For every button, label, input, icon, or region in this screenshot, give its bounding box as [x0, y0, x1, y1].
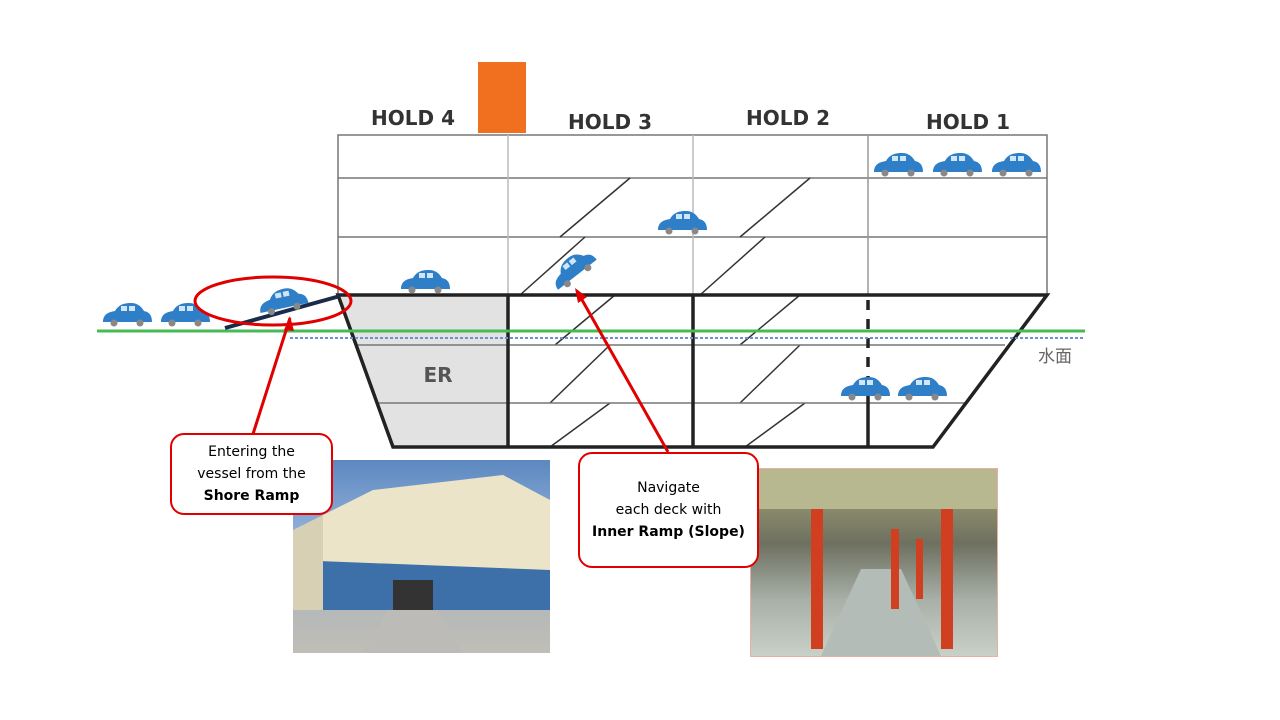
- callout-bold-text: Shore Ramp: [203, 488, 300, 504]
- callout-arrow: [575, 290, 670, 453]
- inner-ramp-callout: Navigate each deck with Inner Ramp (Slop…: [578, 452, 759, 568]
- callout-arrow: [251, 317, 292, 435]
- inner-deck-ramp-photo: [750, 468, 998, 657]
- car-icon: [933, 153, 982, 177]
- arrowhead-icon: [284, 316, 294, 331]
- car-icon: [546, 244, 600, 294]
- callout-text: Entering the: [208, 444, 295, 460]
- shore-ramp-callout: Entering the vessel from the Shore Ramp: [170, 433, 333, 515]
- hull: [335, 293, 1051, 449]
- ship-exterior-photo: [293, 460, 550, 653]
- hold-4-label: HOLD 4: [371, 106, 455, 130]
- hold-1-label: HOLD 1: [926, 110, 1010, 134]
- callout-text: each deck with: [615, 502, 722, 518]
- car-icon: [992, 153, 1041, 177]
- inner-ramps: [519, 177, 811, 448]
- car-icon: [401, 270, 450, 294]
- hold-2-label: HOLD 2: [746, 106, 830, 130]
- engine-room-label: ER: [423, 363, 452, 387]
- shore-ramp-highlight: [193, 275, 353, 327]
- car-icon: [874, 153, 923, 177]
- callout-bold-text: Inner Ramp (Slope): [592, 524, 745, 540]
- arrowhead-icon: [575, 288, 587, 303]
- water-surface-label: 水面: [1038, 347, 1072, 367]
- hold-3-label: HOLD 3: [568, 110, 652, 134]
- funnel: [478, 62, 526, 133]
- car-icon: [103, 303, 152, 327]
- car-icon: [161, 303, 210, 327]
- callout-text: vessel from the: [197, 466, 306, 482]
- car-icon: [658, 211, 707, 235]
- callout-text: Navigate: [637, 480, 700, 496]
- car-icon: [898, 377, 947, 401]
- car-icon: [841, 377, 890, 401]
